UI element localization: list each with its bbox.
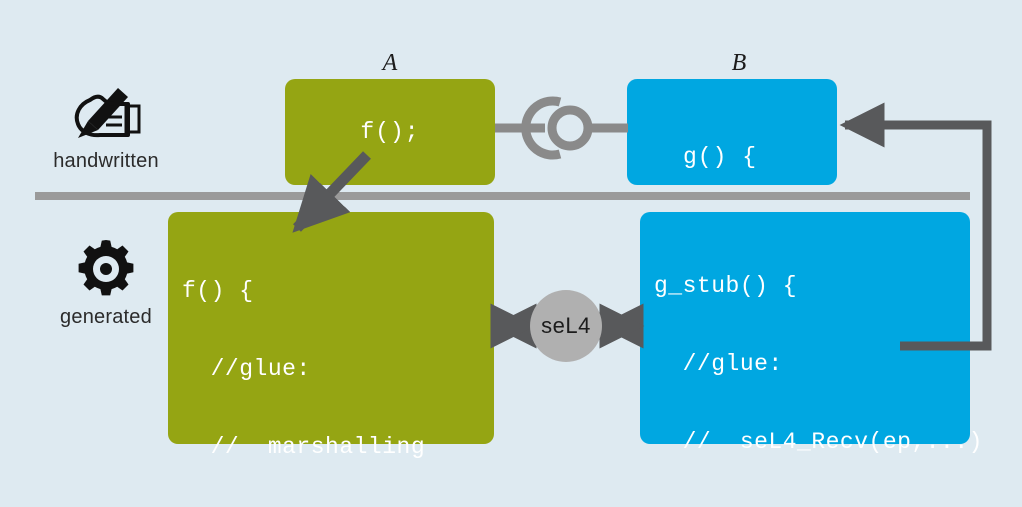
sel4-kernel-node[interactable]: seL4 (530, 290, 602, 362)
generated-gstub-box[interactable]: g_stub() { //glue: // seL4_Recv(ep,...) … (640, 212, 982, 455)
component-b-box[interactable]: g() { ... } (627, 79, 837, 332)
ball-circle-icon (547, 105, 593, 151)
socket-arc-icon (521, 96, 562, 160)
legend-generated-label: generated (60, 306, 152, 328)
legend-handwritten-label: handwritten (53, 150, 159, 172)
writing-hand-icon (26, 84, 186, 146)
component-a-caption: A (382, 50, 398, 76)
generated-f-code-line: //glue: (182, 356, 311, 382)
legend-generated: generated (26, 238, 186, 329)
component-a-code-line: f(); (360, 119, 420, 145)
handwritten-generated-divider (35, 192, 970, 200)
generated-f-code-line: // marshalling (182, 434, 426, 460)
generated-gstub-code-line: // seL4_Recv(ep,...) (654, 429, 983, 455)
component-a-box[interactable]: f(); (285, 79, 495, 185)
sel4-kernel-label: seL4 (541, 313, 591, 338)
component-b-code-line: g() { (683, 144, 758, 170)
gear-icon (26, 238, 186, 300)
legend-handwritten: handwritten (26, 84, 186, 173)
component-b-caption: B (731, 50, 747, 76)
generated-f-code-line: f() { (182, 278, 254, 304)
generated-f-box[interactable]: f() { //glue: // marshalling // seL4_Sen… (168, 212, 494, 460)
ball-and-socket-connector (495, 96, 628, 160)
generated-gstub-code-line: //glue: (654, 351, 783, 377)
generated-gstub-code-line: g_stub() { (654, 273, 798, 299)
